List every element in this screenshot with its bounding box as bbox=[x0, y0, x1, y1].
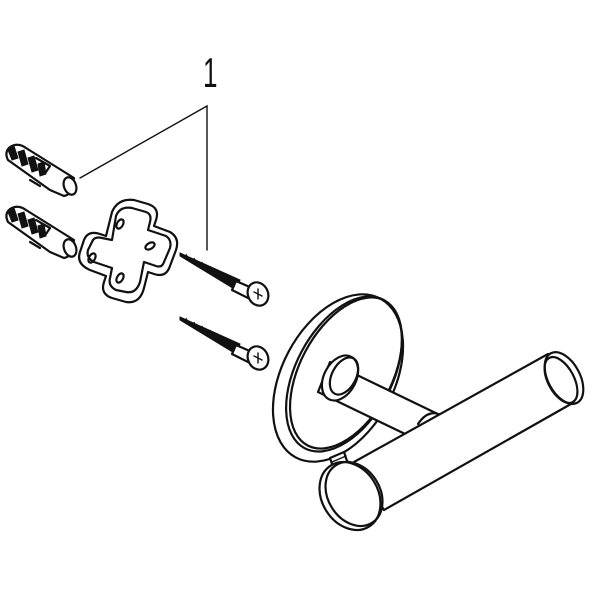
mounting-screw-lower bbox=[179, 316, 270, 371]
callout-leader-lines bbox=[79, 104, 208, 251]
towel-hook bbox=[271, 293, 585, 532]
mounting-plate bbox=[78, 198, 179, 304]
callout-number: 1 bbox=[203, 49, 218, 96]
mounting-screw-upper bbox=[179, 252, 270, 307]
wall-plug-lower bbox=[5, 205, 78, 260]
wall-plug-upper bbox=[5, 143, 78, 198]
